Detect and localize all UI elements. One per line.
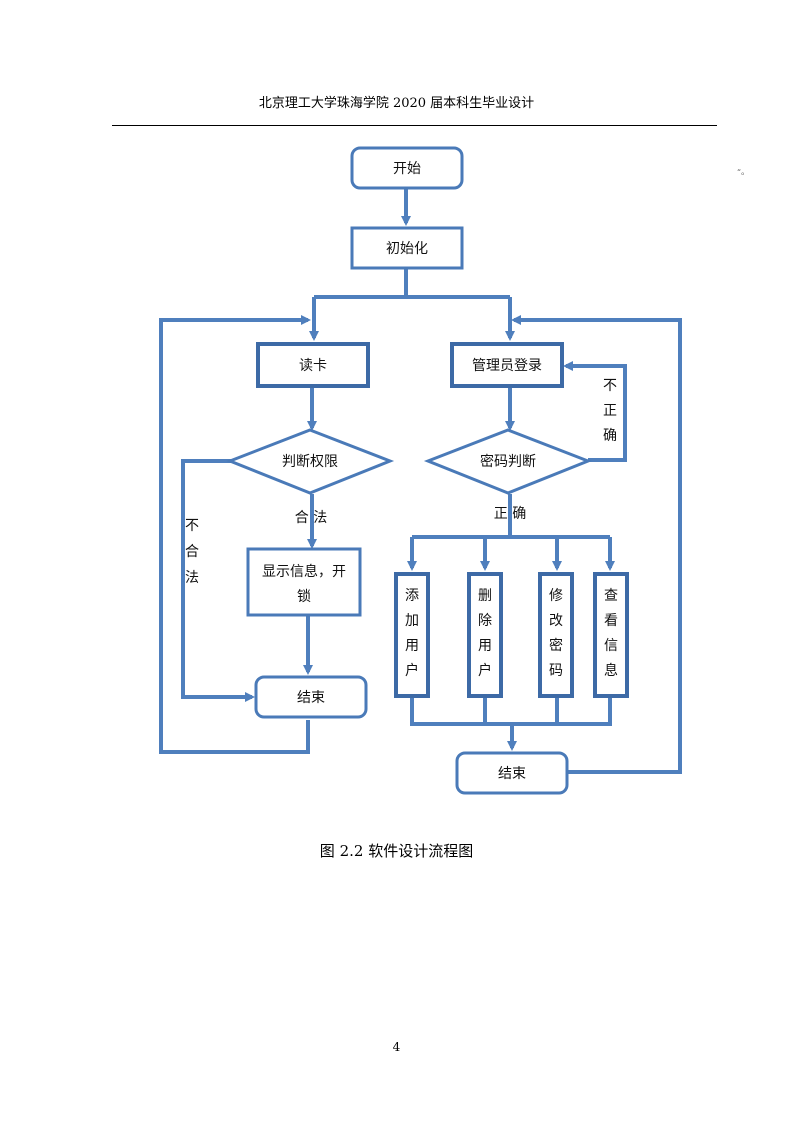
delete-user-char-1: 删 <box>478 588 492 604</box>
change-password-char-4: 码 <box>549 663 563 679</box>
init-label: 初始化 <box>386 240 428 257</box>
illegal-label-3: 法 <box>185 570 199 586</box>
add-user-char-4: 户 <box>405 662 419 679</box>
view-info-char-3: 信 <box>604 638 618 654</box>
end-left-node <box>254 675 368 719</box>
delete-user-node <box>467 572 503 698</box>
start-label: 开始 <box>393 161 421 177</box>
init-node <box>350 226 464 270</box>
start-node <box>350 146 464 190</box>
scan-mark: “ₒ <box>737 168 745 177</box>
figure-caption: 图 2.2 软件设计流程图 <box>319 842 474 860</box>
illegal-label-1: 不 <box>185 518 199 534</box>
incorrect-label-2: 正 <box>603 403 617 419</box>
connector-lines <box>159 188 682 774</box>
end-right-label: 结束 <box>498 766 526 782</box>
view-info-char-2: 看 <box>604 613 618 629</box>
show-info-label-2: 锁 <box>297 589 311 605</box>
view-info-char-4: 息 <box>604 662 618 679</box>
read-card-label: 读卡 <box>299 357 327 374</box>
header-rule <box>112 125 717 126</box>
change-password-node <box>538 572 574 698</box>
delete-user-char-4: 户 <box>478 662 492 679</box>
admin-login-label: 管理员登录 <box>472 358 542 374</box>
illegal-label-2: 合 <box>185 544 199 560</box>
admin-login-node <box>450 342 564 388</box>
add-user-char-1: 添 <box>405 588 419 604</box>
judge-permission-node <box>225 428 395 495</box>
legal-label: 合 法 <box>295 510 327 526</box>
show-info-label-1: 显示信息，开 <box>262 563 346 580</box>
end-right-node <box>455 751 569 795</box>
incorrect-label-3: 确 <box>603 428 617 444</box>
read-card-node <box>256 342 370 388</box>
judge-permission-label: 判断权限 <box>282 454 338 470</box>
add-user-char-3: 用 <box>405 638 419 654</box>
delete-user-char-3: 用 <box>478 638 492 654</box>
correct-label: 正 确 <box>494 506 526 522</box>
page-number: 4 <box>392 1040 401 1054</box>
add-user-char-2: 加 <box>405 613 419 629</box>
change-password-char-1: 修 <box>549 588 563 604</box>
end-left-label: 结束 <box>297 690 325 706</box>
view-info-node <box>593 572 629 698</box>
incorrect-label-1: 不 <box>603 378 617 394</box>
password-check-label: 密码判断 <box>480 453 536 470</box>
delete-user-char-2: 除 <box>478 613 492 629</box>
show-info-node <box>246 547 362 617</box>
page-header: 北京理工大学珠海学院 2020 届本科生毕业设计 <box>258 96 535 111</box>
password-check-node <box>423 428 593 495</box>
add-user-node <box>394 572 430 698</box>
view-info-char-1: 查 <box>604 588 618 604</box>
change-password-char-3: 密 <box>549 637 563 654</box>
change-password-char-2: 改 <box>549 613 563 629</box>
